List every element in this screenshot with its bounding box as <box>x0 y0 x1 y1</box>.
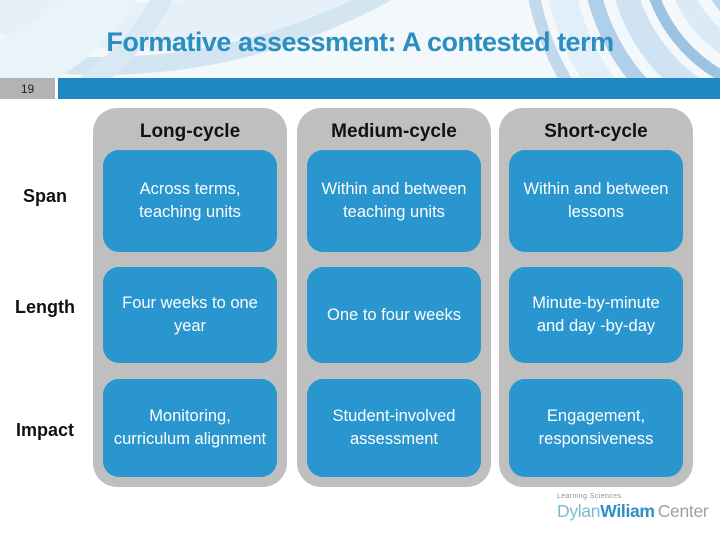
cell-long-cycle-span: Across terms, teaching units <box>103 150 277 252</box>
cell-short-cycle-impact: Engagement, responsiveness <box>509 379 683 477</box>
row-label-length: Length <box>15 296 75 317</box>
page-title: Formative assessment: A contested term <box>106 27 614 57</box>
cell-medium-cycle-impact: Student-involved assessment <box>307 379 481 477</box>
logo-text-center: Center <box>657 501 709 521</box>
column-medium-cycle: Medium-cycle Within and between teaching… <box>297 108 491 487</box>
background-swirls-decoration <box>0 0 720 78</box>
column-header-long-cycle: Long-cycle <box>139 121 241 142</box>
cell-long-cycle-length: Four weeks to one year <box>103 267 277 363</box>
column-header-medium-cycle: Medium-cycle <box>331 121 457 142</box>
slide-number: 19 <box>20 81 35 96</box>
logo-tagline: Learning Sciences <box>557 493 622 500</box>
cell-short-cycle-length: Minute-by-minute and day -by-day <box>509 267 683 363</box>
logo-text-wiliam: Wiliam <box>600 501 655 521</box>
row-label-span: Span <box>22 185 67 206</box>
cell-long-cycle-impact: Monitoring, curriculum alignment <box>103 379 277 477</box>
title-underline-bar <box>58 78 720 99</box>
cell-medium-cycle-length: One to four weeks <box>307 267 481 363</box>
column-short-cycle: Short-cycle Within and between lessons M… <box>499 108 693 487</box>
slide-number-badge: 19 <box>0 78 55 99</box>
logo-text-dylan: Dylan <box>557 501 601 521</box>
column-long-cycle: Long-cycle Across terms, teaching units … <box>93 108 287 487</box>
row-label-impact: Impact <box>15 419 75 440</box>
cell-medium-cycle-span: Within and between teaching units <box>307 150 481 252</box>
cell-short-cycle-span: Within and between lessons <box>509 150 683 252</box>
column-header-short-cycle: Short-cycle <box>544 121 648 142</box>
